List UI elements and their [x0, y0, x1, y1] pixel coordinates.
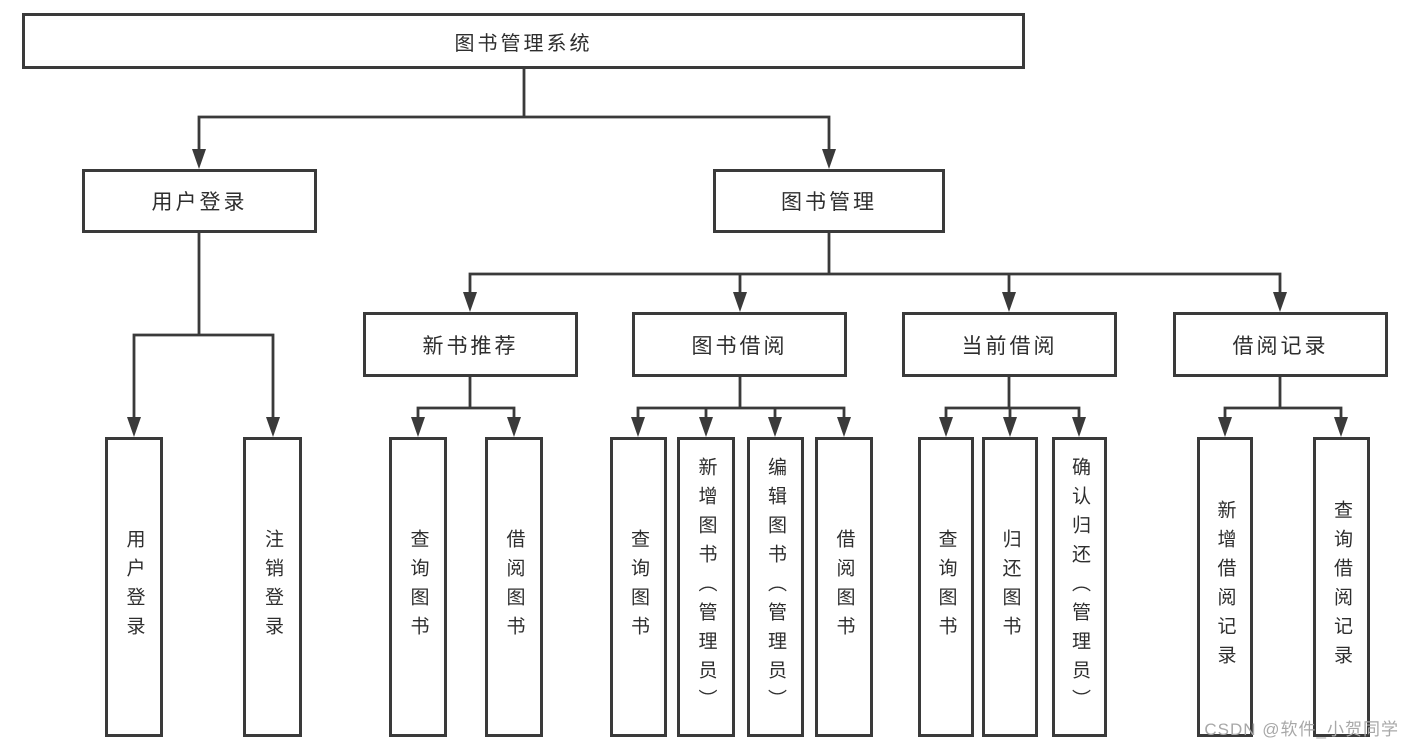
leaf-logout: 注销登录: [243, 437, 302, 737]
connector-borrowrecords-to-leaves: [1223, 377, 1343, 424]
arrow-down-icon: [822, 149, 836, 169]
connector-bookmgmt-to-level2: [468, 232, 1282, 298]
connector-root-to-level1: [197, 69, 831, 155]
arrow-down-icon: [1334, 417, 1348, 437]
arrow-down-icon: [1072, 417, 1086, 437]
arrow-down-icon: [733, 292, 747, 312]
node-book-borrow: 图书借阅: [632, 312, 847, 377]
connector-userlogin-to-leaves: [132, 233, 275, 423]
arrow-down-icon: [768, 417, 782, 437]
arrow-down-icon: [837, 417, 851, 437]
arrow-down-icon: [127, 417, 141, 437]
node-new-book-recommend: 新书推荐: [363, 312, 578, 377]
leaf-query-book-3: 查询图书: [918, 437, 974, 737]
watermark: CSDN @软件_小贺同学: [1204, 720, 1399, 739]
node-borrow-records: 借阅记录: [1173, 312, 1388, 377]
arrow-down-icon: [699, 417, 713, 437]
arrowheads: [127, 149, 1348, 437]
leaf-user-login: 用户登录: [105, 437, 163, 737]
leaf-borrow-book-1: 借阅图书: [485, 437, 543, 737]
arrow-down-icon: [1002, 292, 1016, 312]
arrow-down-icon: [1273, 292, 1287, 312]
node-user-login: 用户登录: [82, 169, 317, 233]
connector-currentborrow-to-leaves: [944, 377, 1081, 424]
leaf-query-borrow-record: 查询借阅记录: [1313, 437, 1370, 737]
leaf-borrow-book-2: 借阅图书: [815, 437, 873, 737]
arrow-down-icon: [463, 292, 477, 312]
arrow-down-icon: [631, 417, 645, 437]
arrow-down-icon: [192, 149, 206, 169]
leaf-query-book-1: 查询图书: [389, 437, 447, 737]
leaf-return-book: 归还图书: [982, 437, 1038, 737]
leaf-query-book-2: 查询图书: [610, 437, 667, 737]
node-current-borrow: 当前借阅: [902, 312, 1117, 377]
arrow-down-icon: [1003, 417, 1017, 437]
arrow-down-icon: [939, 417, 953, 437]
connector-bookborrow-to-leaves: [636, 377, 846, 424]
leaf-add-borrow-record: 新增借阅记录: [1197, 437, 1253, 737]
connector-newbookrec-to-leaves: [416, 377, 516, 424]
arrow-down-icon: [411, 417, 425, 437]
leaf-edit-book-admin: 编辑图书（管理员）: [747, 437, 804, 737]
node-book-management: 图书管理: [713, 169, 945, 233]
leaf-confirm-return-admin: 确认归还（管理员）: [1052, 437, 1107, 737]
leaf-add-book-admin: 新增图书（管理员）: [677, 437, 735, 737]
arrow-down-icon: [1218, 417, 1232, 437]
node-root: 图书管理系统: [22, 13, 1025, 69]
arrow-down-icon: [507, 417, 521, 437]
arrow-down-icon: [266, 417, 280, 437]
